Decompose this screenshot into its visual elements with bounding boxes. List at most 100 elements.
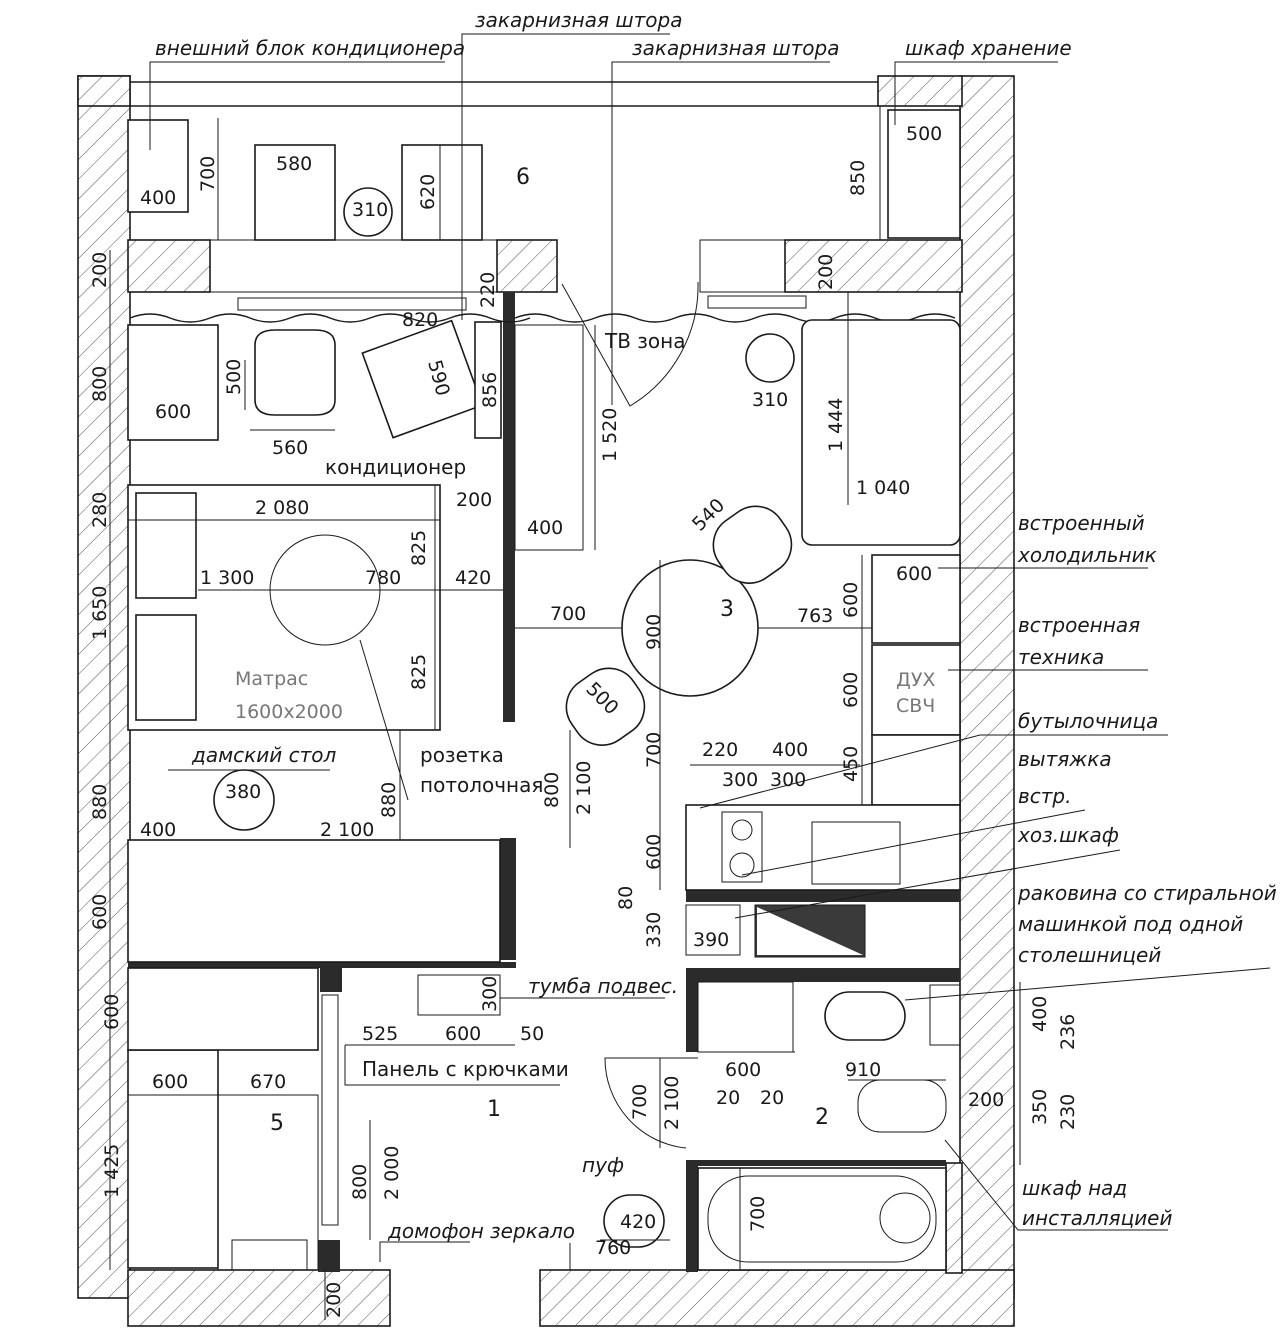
toilet-area <box>857 1079 947 1133</box>
label-storage: шкаф хранение <box>905 36 1072 60</box>
pouf <box>603 1194 665 1248</box>
dim: 200 <box>89 252 111 288</box>
label-hood-1: вытяжка <box>1018 747 1112 771</box>
dim: 20 <box>716 1087 740 1109</box>
dim: 820 <box>402 309 438 331</box>
dim: 220 <box>477 272 499 308</box>
label-pouf: пуф <box>582 1153 624 1177</box>
pillow-bottom <box>135 614 197 721</box>
balcony <box>127 81 961 293</box>
dim: 620 <box>417 174 439 210</box>
dim: 400 <box>527 517 563 539</box>
fridge <box>871 554 961 644</box>
partition-bath-mid <box>698 1160 946 1166</box>
dim: 310 <box>352 199 388 221</box>
dim: 310 <box>752 389 788 411</box>
dim: 2 100 <box>661 1076 683 1130</box>
dim: 800 <box>541 772 563 808</box>
wall-balcony-left <box>77 75 131 107</box>
dim: 1 040 <box>856 477 910 499</box>
label-microwave: СВЧ <box>896 695 935 717</box>
dim: 300 <box>722 769 758 791</box>
dim: 600 <box>155 401 191 423</box>
intercom-block <box>318 1240 340 1272</box>
dim: 880 <box>378 782 400 818</box>
dim: 600 <box>840 672 862 708</box>
wall-bottom-right <box>539 1269 1015 1327</box>
dim: 400 <box>1029 996 1051 1032</box>
label-fridge-1: встроенный <box>1018 511 1145 535</box>
cooktop <box>721 811 763 883</box>
dim: 600 <box>643 834 665 870</box>
dim: 500 <box>223 359 245 395</box>
dim: 850 <box>847 160 869 196</box>
label-fridge-2: холодильник <box>1017 543 1157 567</box>
dimensions: 400 700 580 310 620 850 500 200 220 200 … <box>89 123 1079 1318</box>
side-table <box>745 333 795 383</box>
dim: 230 <box>1057 1094 1079 1130</box>
dim: 1 444 <box>825 398 847 452</box>
label-mirror: зеркало <box>490 1219 575 1243</box>
dim: 200 <box>456 489 492 511</box>
dim: 400 <box>140 819 176 841</box>
partition-bedroom-bottom <box>128 962 516 968</box>
leader-lines <box>149 33 1271 1270</box>
label-curtain-1: закарнизная штора <box>475 8 683 32</box>
dim: 525 <box>362 1023 398 1045</box>
dim: 350 <box>1029 1089 1051 1125</box>
wall-left <box>77 75 131 1299</box>
balcony-table <box>343 187 393 237</box>
dim: 280 <box>89 492 111 528</box>
dim: 420 <box>620 1211 656 1233</box>
dim: 700 <box>747 1196 769 1232</box>
door-swing-bath <box>604 1057 698 1149</box>
dim: 600 <box>89 894 111 930</box>
balcony-chair-left <box>254 144 336 241</box>
dim: 390 <box>693 929 729 951</box>
dining-chair-bottom <box>565 667 646 746</box>
dim: 2 080 <box>255 497 309 519</box>
wall-right <box>959 75 1015 1299</box>
dim: 580 <box>276 153 312 175</box>
label-hood-2: встр. <box>1018 784 1072 808</box>
bathroom-sink <box>824 991 906 1041</box>
wall-mid-right <box>784 239 963 293</box>
dim: 600 <box>101 994 123 1030</box>
wall-balcony-right <box>877 75 963 107</box>
dim: 1 300 <box>200 567 254 589</box>
shaft-diagonal <box>757 907 863 955</box>
dim: 1 650 <box>89 586 111 640</box>
wall-mid-center <box>496 239 558 293</box>
partition-bath-top <box>686 968 960 982</box>
dim: 600 <box>840 582 862 618</box>
dim: 700 <box>643 732 665 768</box>
partition-bath-lower <box>686 1160 698 1272</box>
dim: 330 <box>643 912 665 948</box>
dim: 800 <box>89 366 111 402</box>
dim: 700 <box>197 156 219 192</box>
label-intercom: домофон <box>387 1219 484 1243</box>
wall-bottom-left <box>127 1269 391 1327</box>
partition-hall-strip <box>320 968 342 992</box>
kitchen-sink <box>811 821 901 885</box>
dim: 450 <box>840 746 862 782</box>
dining-chair-top <box>712 505 793 584</box>
dim: 2 000 <box>381 1146 403 1200</box>
washer-area <box>697 981 794 1053</box>
partition-bath-left <box>686 982 698 1052</box>
dim: 400 <box>772 739 808 761</box>
label-install-cab-1: шкаф над <box>1022 1176 1127 1200</box>
room-number-hall: 1 <box>487 1097 501 1122</box>
bedroom-desk <box>127 324 219 441</box>
dim: 560 <box>272 437 308 459</box>
bedroom-chair <box>254 329 336 416</box>
room-number-balcony: 6 <box>516 165 530 190</box>
wardrobe-room <box>127 967 665 1271</box>
balcony-chair-right <box>401 144 483 241</box>
label-mattress-2: 1600х2000 <box>235 701 343 723</box>
dim: 670 <box>250 1071 286 1093</box>
wall-bath-right <box>945 1162 963 1274</box>
label-appliances-1: встроенная <box>1018 613 1140 637</box>
label-vanity: дамский стол <box>191 743 336 767</box>
label-bottle: бутылочница <box>1018 709 1158 733</box>
